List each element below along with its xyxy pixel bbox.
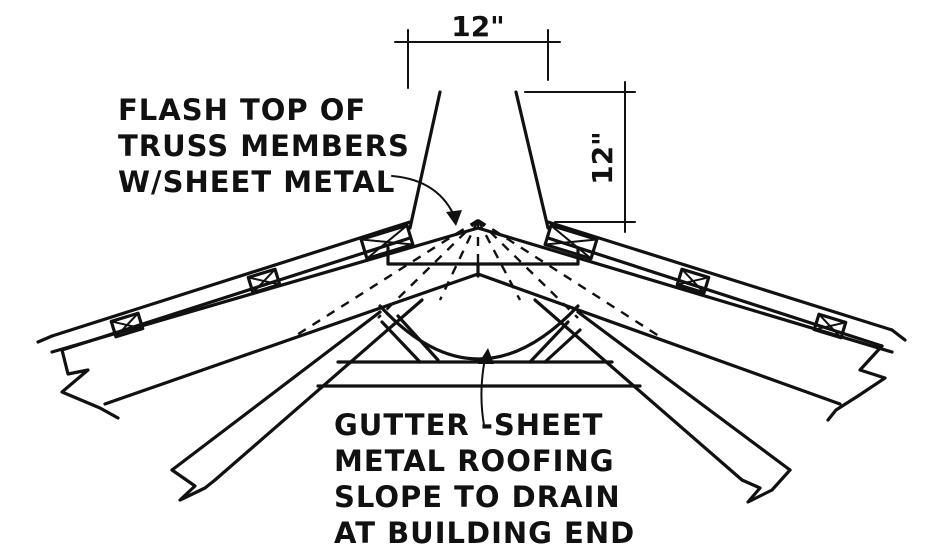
right-purlin-blocks bbox=[543, 223, 848, 340]
width-dimension: 12" bbox=[394, 10, 561, 89]
flash-note-line-1: FLASH TOP OF bbox=[118, 93, 366, 127]
gutter-note-line-3: SLOPE TO DRAIN bbox=[334, 480, 621, 514]
gutter-leader-arrow bbox=[478, 348, 494, 426]
height-dimension-text: 12" bbox=[586, 131, 619, 185]
left-roof-rafter bbox=[36, 220, 480, 420]
bottom-chord bbox=[316, 360, 642, 388]
right-truss-diagonal bbox=[533, 298, 792, 504]
web-braces bbox=[380, 314, 582, 364]
gutter-note-line-2: METAL ROOFING bbox=[334, 444, 615, 478]
gutter-curve bbox=[378, 304, 580, 361]
flash-note-line-2: TRUSS MEMBERS bbox=[118, 129, 410, 163]
ridge-vent-sides bbox=[408, 90, 550, 230]
flash-note: FLASH TOP OF TRUSS MEMBERS W/SHEET METAL bbox=[118, 93, 410, 199]
left-purlin-blocks bbox=[109, 223, 415, 339]
height-dimension: 12" bbox=[524, 81, 636, 233]
flash-note-line-3: W/SHEET METAL bbox=[118, 165, 395, 199]
hidden-lines bbox=[291, 218, 663, 340]
width-dimension-text: 12" bbox=[451, 10, 505, 43]
ridge-flashing-plate bbox=[386, 246, 580, 278]
gutter-note-line-1: GUTTER -SHEET bbox=[334, 408, 603, 442]
gutter-note: GUTTER -SHEET METAL ROOFING SLOPE TO DRA… bbox=[334, 408, 635, 550]
flash-leader-arrow bbox=[391, 175, 462, 226]
gutter-note-line-4: AT BUILDING END bbox=[334, 516, 635, 550]
